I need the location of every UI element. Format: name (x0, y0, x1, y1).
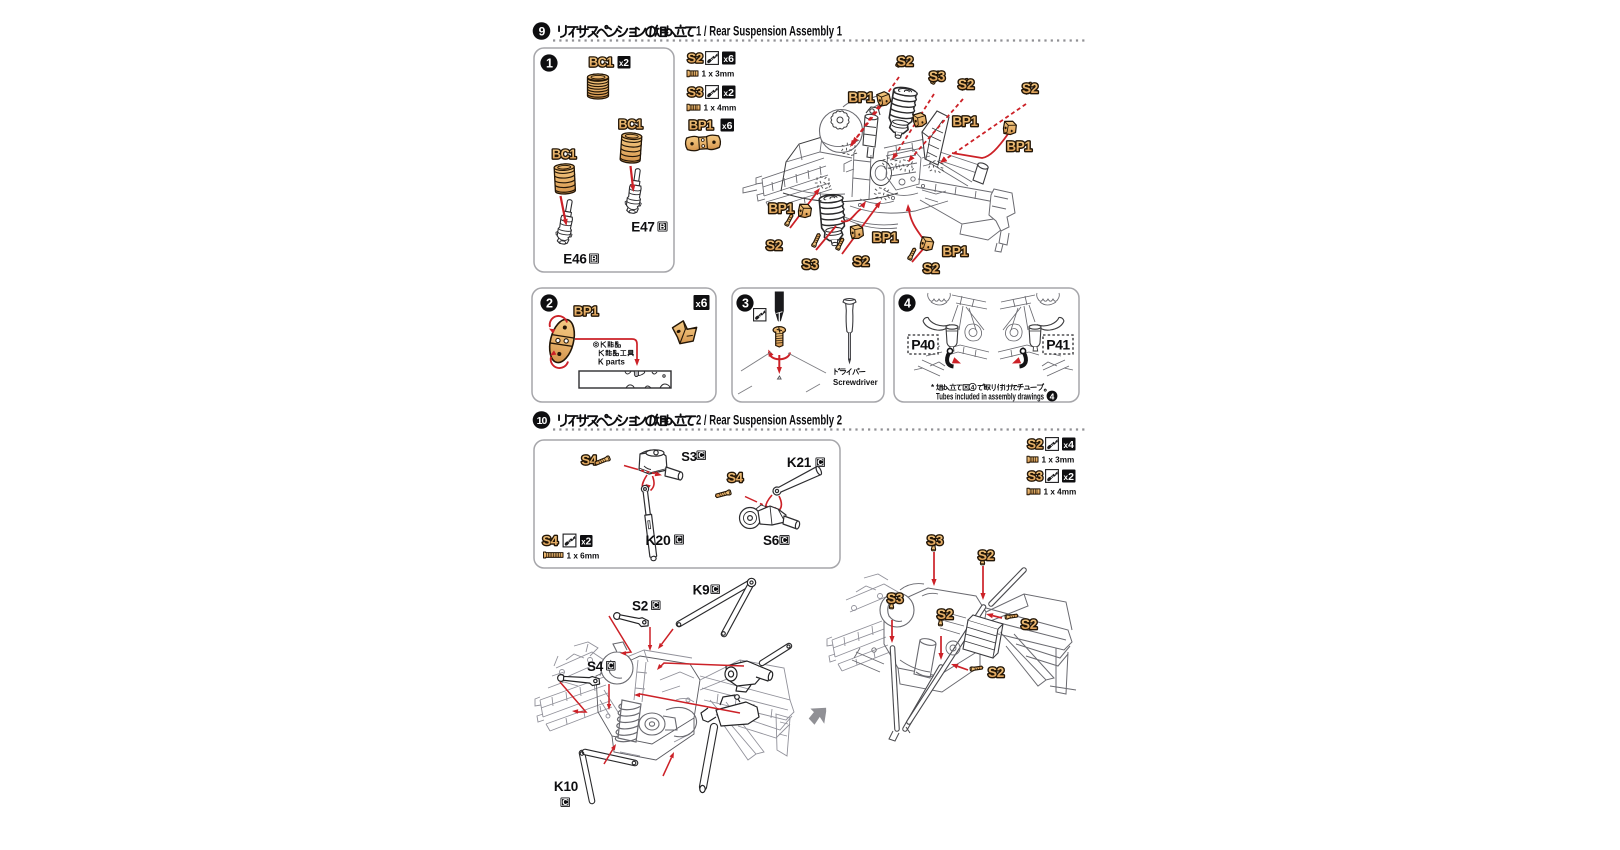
svg-text:S2: S2 (937, 607, 953, 622)
svg-text:x2: x2 (1064, 471, 1075, 483)
svg-text:S2: S2 (853, 254, 869, 269)
svg-text:K20: K20 (645, 532, 670, 548)
svg-text:K parts: K parts (598, 358, 626, 367)
svg-text:B: B (591, 254, 597, 263)
svg-text:1 x 4mm: 1 x 4mm (1044, 488, 1077, 497)
svg-text:x6: x6 (722, 120, 733, 132)
svg-text:K21: K21 (787, 455, 812, 470)
svg-text:C: C (817, 458, 823, 467)
svg-text:*: * (931, 383, 935, 392)
svg-text:S3: S3 (681, 449, 697, 464)
svg-text:BP1: BP1 (689, 118, 713, 133)
svg-text:x6: x6 (724, 53, 735, 65)
svg-text:S3: S3 (929, 69, 946, 84)
svg-text:9: 9 (539, 24, 546, 38)
svg-text:2 / Rear Suspension Assembly 2: 2 / Rear Suspension Assembly 2 (696, 412, 842, 428)
svg-text:S3: S3 (887, 591, 904, 606)
svg-text:S2: S2 (687, 51, 702, 66)
svg-text:x2: x2 (619, 58, 629, 69)
svg-text:BP1: BP1 (1006, 139, 1032, 154)
svg-text:1 x 6mm: 1 x 6mm (567, 552, 600, 561)
svg-text:S4: S4 (581, 453, 597, 468)
svg-text:S4: S4 (587, 659, 604, 674)
svg-text:BC1: BC1 (552, 148, 576, 162)
svg-text:1: 1 (546, 57, 553, 71)
svg-text:Tubes included in assembly dra: Tubes included in assembly drawings (936, 392, 1044, 402)
svg-text:1 x 3mm: 1 x 3mm (702, 70, 735, 79)
svg-text:S3: S3 (1027, 469, 1042, 484)
svg-text:S6: S6 (763, 533, 780, 548)
svg-text:x6: x6 (696, 296, 708, 310)
svg-text:BP1: BP1 (848, 90, 874, 105)
svg-text:x2: x2 (724, 87, 735, 99)
svg-text:S2: S2 (1027, 437, 1042, 452)
svg-text:C: C (698, 451, 704, 460)
svg-text:C: C (608, 662, 614, 671)
svg-text:1 x 4mm: 1 x 4mm (704, 104, 737, 113)
svg-text:B: B (660, 222, 666, 231)
svg-text:S2: S2 (897, 54, 913, 69)
svg-text:P40: P40 (911, 337, 935, 353)
svg-text:S4: S4 (727, 470, 743, 485)
svg-text:BC1: BC1 (589, 56, 613, 70)
svg-text:C: C (653, 601, 659, 610)
svg-text:C: C (712, 585, 718, 594)
svg-text:2: 2 (546, 297, 553, 311)
svg-text:BC1: BC1 (618, 118, 642, 132)
svg-text:S2: S2 (1022, 81, 1038, 96)
svg-text:4: 4 (971, 385, 975, 392)
svg-text:S3: S3 (802, 257, 819, 272)
svg-text:S2: S2 (1021, 617, 1037, 632)
svg-text:K10: K10 (554, 779, 578, 794)
svg-text:P41: P41 (1046, 337, 1070, 353)
svg-text:BP1: BP1 (952, 114, 978, 129)
svg-text:Screwdriver: Screwdriver (833, 378, 878, 387)
svg-text:BP1: BP1 (768, 201, 794, 216)
svg-text:4: 4 (1050, 391, 1055, 401)
svg-text:S2: S2 (958, 77, 974, 92)
svg-text:S3: S3 (687, 85, 702, 100)
svg-text:S3: S3 (927, 533, 944, 548)
svg-text:S2: S2 (923, 261, 939, 276)
svg-text:K9: K9 (693, 583, 710, 598)
svg-text:BP1: BP1 (872, 230, 898, 245)
svg-text:4: 4 (904, 297, 911, 311)
svg-text:S2: S2 (632, 599, 648, 614)
svg-text:C: C (782, 536, 788, 545)
svg-text:S2: S2 (766, 238, 782, 253)
svg-text:x4: x4 (1064, 439, 1075, 451)
svg-text:10: 10 (537, 415, 548, 427)
svg-text:C: C (676, 535, 682, 544)
svg-text:1 / Rear Suspension Assembly 1: 1 / Rear Suspension Assembly 1 (696, 23, 842, 39)
svg-text:C: C (562, 798, 568, 807)
svg-text:S2: S2 (978, 548, 994, 563)
svg-text:3: 3 (742, 297, 749, 311)
svg-text:BP1: BP1 (574, 304, 598, 319)
svg-text:E47: E47 (631, 220, 654, 235)
svg-text:S4: S4 (542, 533, 558, 548)
svg-text:x2: x2 (581, 537, 591, 548)
svg-text:1 x 3mm: 1 x 3mm (1042, 456, 1075, 465)
svg-text:S2: S2 (988, 665, 1004, 680)
svg-text:BP1: BP1 (942, 244, 968, 259)
svg-text:E46: E46 (563, 252, 587, 267)
